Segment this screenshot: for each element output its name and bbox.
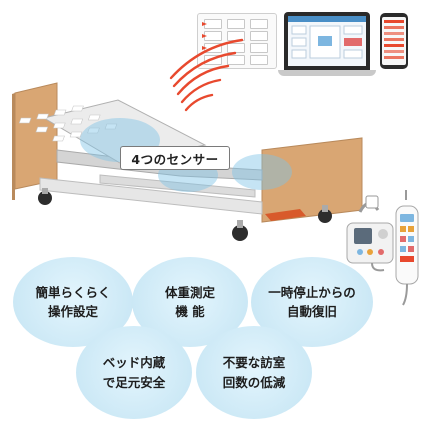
feature-fewer-visits: 不要な訪室 回数の低減 — [196, 326, 312, 419]
smartphone-icon — [380, 13, 408, 69]
bed-control-unit-icon — [346, 195, 394, 272]
feature-line: 簡単らくらく — [35, 284, 111, 300]
feature-line: 体重測定 — [164, 284, 215, 300]
feature-line: 回数の低減 — [222, 374, 286, 390]
laptop-base — [278, 70, 376, 76]
feature-line: 一時停止からの — [268, 284, 356, 300]
feature-line: 自動復旧 — [286, 304, 337, 319]
feature-built-in-safety: ベッド内蔵 で足元安全 — [76, 326, 192, 419]
feature-line: 不要な訪室 — [222, 355, 286, 371]
sensor-callout-label: 4つのセンサー — [120, 146, 230, 170]
feature-line: 機 能 — [175, 304, 205, 319]
hand-controller-icon — [395, 190, 419, 306]
feature-line: 操作設定 — [47, 304, 98, 319]
feature-line: ベッド内蔵 — [102, 355, 166, 371]
feature-easy-operation: 簡単らくらく 操作設定 — [13, 257, 133, 347]
feature-line: で足元安全 — [102, 374, 166, 390]
laptop-icon — [284, 12, 370, 70]
